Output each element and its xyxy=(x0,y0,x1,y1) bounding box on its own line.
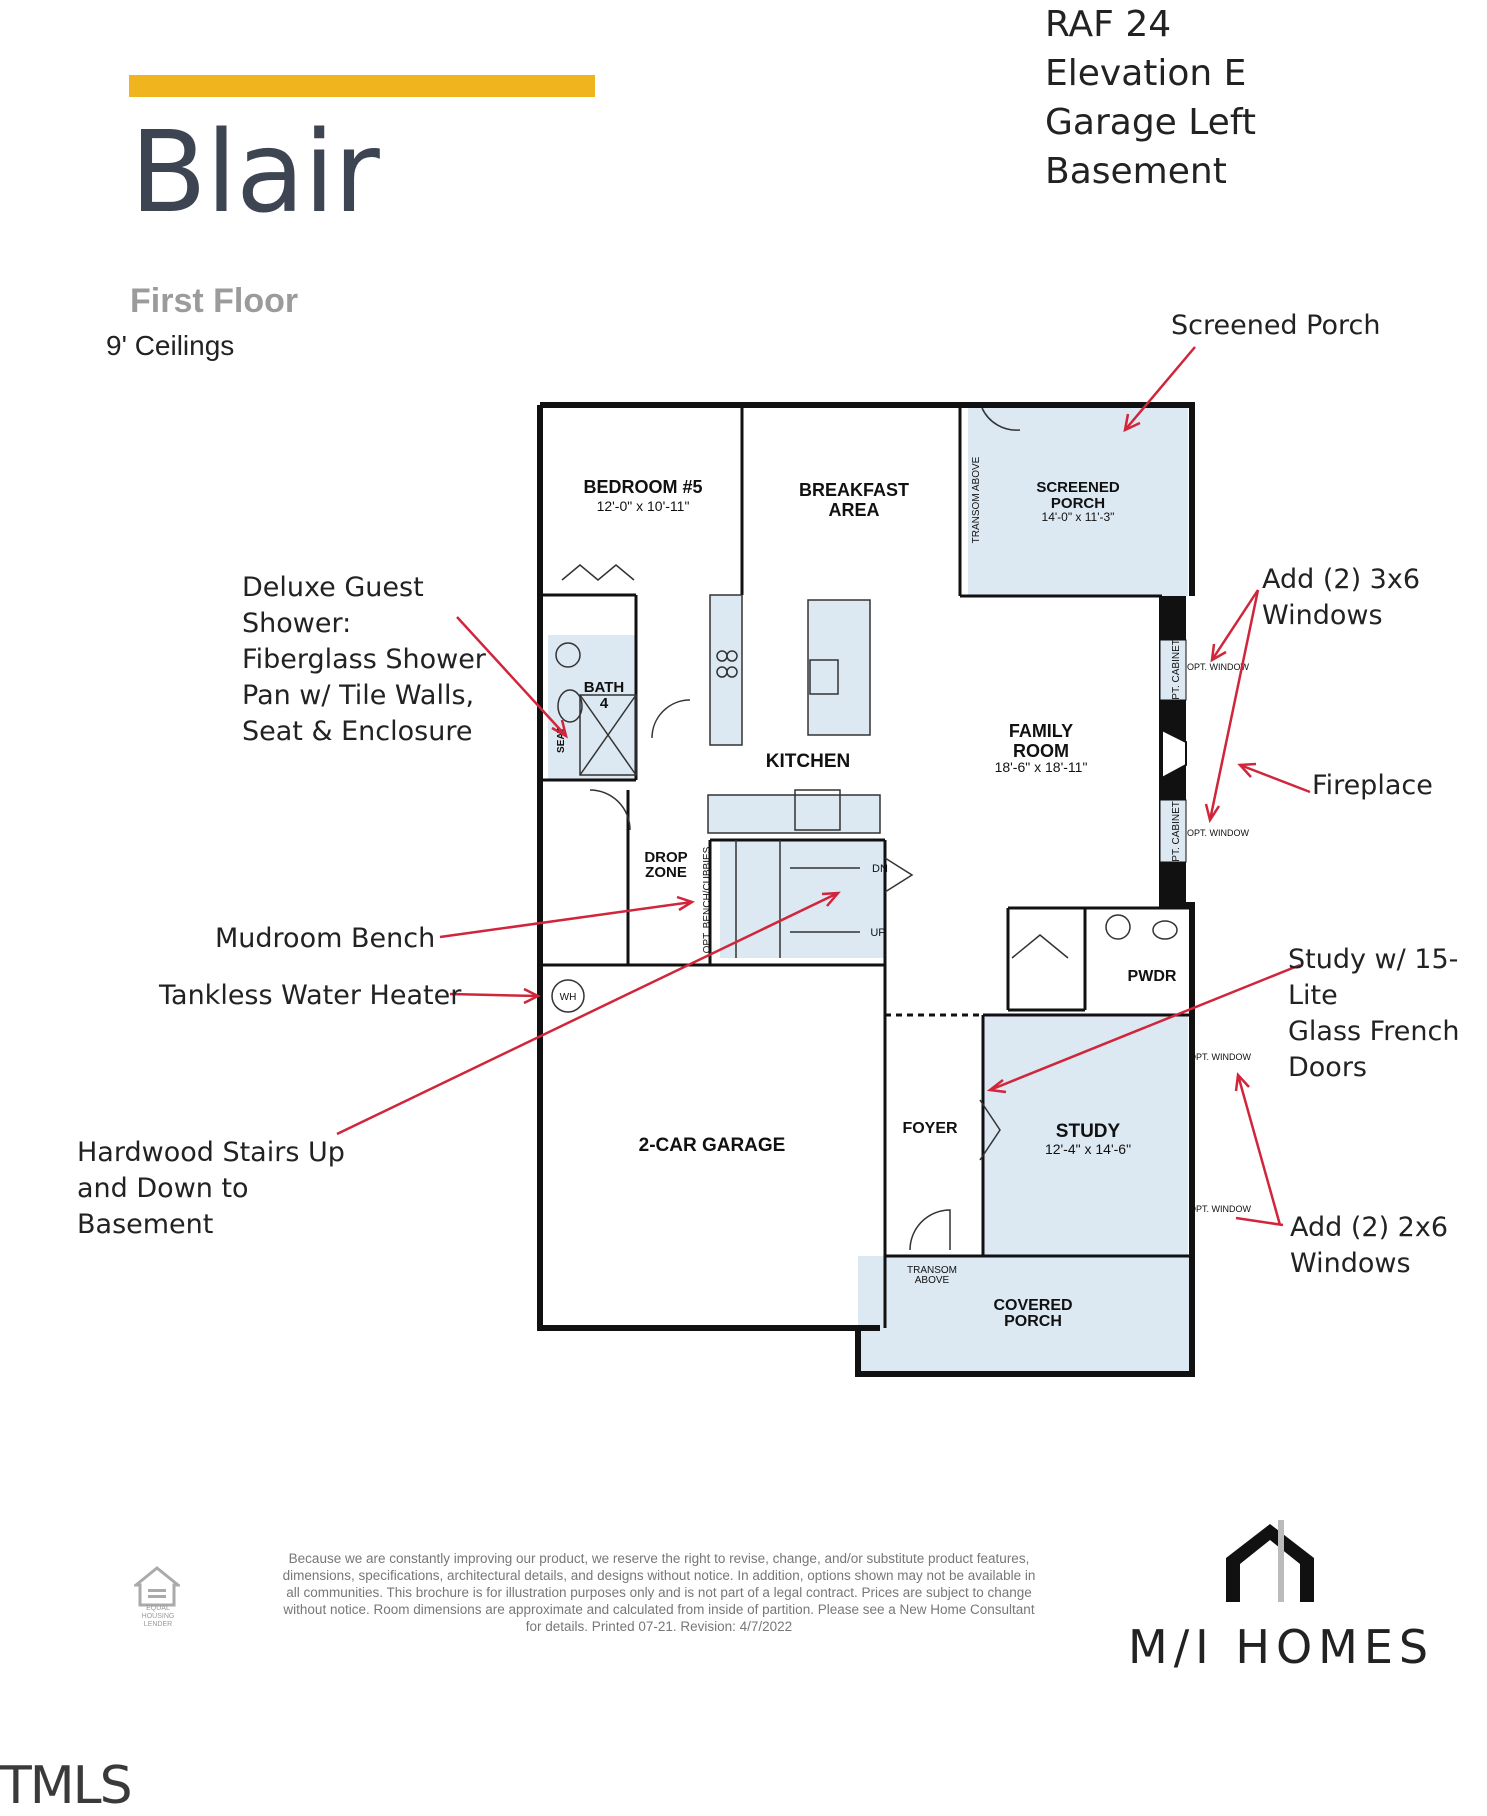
foyer-label: FOYER xyxy=(902,1120,958,1137)
opt-window-label: OPT. WINDOW xyxy=(1187,662,1249,672)
note-screened-porch: Screened Porch xyxy=(1171,310,1381,341)
family-room-dims: 18'-6" x 18'-11" xyxy=(995,759,1088,775)
plan-info-line: Elevation E xyxy=(1045,53,1247,94)
screened-porch-label2: PORCH xyxy=(1051,495,1105,512)
plan-info-line: RAF 24 xyxy=(1045,4,1172,45)
disclaimer: Because we are constantly improving our … xyxy=(282,1551,1036,1634)
note-stairs: Hardwood Stairs Up and Down to Basement xyxy=(77,1135,345,1243)
note-deluxe-shower: Deluxe Guest Shower: Fiberglass Shower P… xyxy=(242,570,486,750)
breakfast-label2: AREA xyxy=(828,500,879,520)
transom-foyer-label2: ABOVE xyxy=(915,1275,950,1286)
accent-bar xyxy=(129,75,595,97)
note-line: Seat & Enclosure xyxy=(242,716,473,747)
note-line: Study w/ 15-Lite xyxy=(1288,944,1459,1011)
bedroom5-label: BEDROOM #5 xyxy=(583,477,702,497)
watermark: TMLS xyxy=(0,1756,133,1816)
opt-window-label: OPT. WINDOW xyxy=(1189,1204,1251,1214)
mi-homes-logo-icon xyxy=(1226,1520,1314,1602)
screened-porch-fill xyxy=(968,408,1188,596)
wall-porch xyxy=(855,1256,1195,1377)
plan-info-line: Basement xyxy=(1045,151,1227,192)
note-line: and Down to xyxy=(77,1173,249,1204)
note-add-2x6: Add (2) 2x6 Windows xyxy=(1290,1210,1448,1282)
bath-fill xyxy=(548,635,636,780)
kitchen-label: KITCHEN xyxy=(766,751,850,772)
plan-info: RAF 24 Elevation E Garage Left Basement xyxy=(1045,0,1256,196)
garage-label: 2-CAR GARAGE xyxy=(639,1135,786,1156)
note-water-heater: Tankless Water Heater xyxy=(159,980,462,1011)
wall-rear xyxy=(540,402,1195,596)
opt-cabinets-label: OPT. CABINETS xyxy=(1171,794,1182,869)
stairs-dn: DN xyxy=(872,863,888,875)
equal-housing-icon xyxy=(134,1566,180,1607)
pwdr-label: PWDR xyxy=(1128,968,1177,985)
screened-porch-label: SCREENED xyxy=(1036,479,1120,496)
stairs-up: UP xyxy=(870,927,885,939)
note-line: Deluxe Guest xyxy=(242,572,424,603)
note-line: Add (2) 2x6 xyxy=(1290,1212,1449,1243)
note-mudroom: Mudroom Bench xyxy=(215,923,436,954)
opt-cabinets-label: OPT. CABINETS xyxy=(1171,632,1182,707)
transom-foyer-label: TRANSOM xyxy=(907,1265,957,1276)
note-line: Add (2) 3x6 xyxy=(1262,564,1421,595)
floor-label: First Floor xyxy=(130,282,299,320)
covered-porch-fill xyxy=(858,1256,1192,1374)
bath4-label2: 4 xyxy=(600,695,609,712)
plan-title: Blair xyxy=(130,108,380,238)
note-line: Windows xyxy=(1262,600,1383,631)
family-room-label: FAMILY xyxy=(1009,721,1073,741)
opt-window-label: OPT. WINDOW xyxy=(1189,1052,1251,1062)
note-line: Glass French xyxy=(1288,1016,1460,1047)
drop-zone-label2: ZONE xyxy=(645,864,687,881)
counter2-fill xyxy=(708,795,880,833)
covered-porch-label: COVERED xyxy=(993,1297,1072,1314)
family-room-label2: ROOM xyxy=(1013,741,1069,761)
note-add-3x6: Add (2) 3x6 Windows xyxy=(1262,562,1420,634)
note-line: Hardwood Stairs Up xyxy=(77,1137,345,1168)
study-dims: 12'-4" x 14'-6" xyxy=(1045,1141,1131,1157)
transom-porch-label: TRANSOM ABOVE xyxy=(971,456,982,543)
plan-info-line: Garage Left xyxy=(1045,102,1256,143)
brand-name: M/I HOMES xyxy=(1128,1620,1435,1674)
stair-fill xyxy=(720,840,885,958)
note-line: Basement xyxy=(77,1209,214,1240)
note-line: Shower: xyxy=(242,608,352,639)
seat-label: SEAT xyxy=(556,727,567,753)
breakfast-label: BREAKFAST xyxy=(799,480,909,500)
opt-window-label: OPT. WINDOW xyxy=(1187,828,1249,838)
note-line: Doors xyxy=(1288,1052,1367,1083)
ceiling-label: 9' Ceilings xyxy=(106,330,235,361)
island-fill xyxy=(808,600,870,735)
opt-bench-label: OPT. BENCH/CUBBIES xyxy=(702,846,713,953)
note-line: Pan w/ Tile Walls, xyxy=(242,680,475,711)
study-fill xyxy=(983,1016,1188,1256)
bedroom5-dims: 12'-0" x 10'-11" xyxy=(597,498,690,514)
screened-porch-dims: 14'-0" x 11'-3" xyxy=(1042,510,1115,524)
water-heater-label: WH xyxy=(560,992,577,1003)
study-label: STUDY xyxy=(1056,1121,1121,1142)
equal-housing-label: EQUAL HOUSING LENDER xyxy=(141,1605,175,1628)
covered-porch-label2: PORCH xyxy=(1004,1313,1062,1330)
note-line: Fiberglass Shower xyxy=(242,644,486,675)
bath4-label: BATH xyxy=(584,679,625,696)
fireplace-shape xyxy=(1161,728,1187,780)
note-study-doors: Study w/ 15-Lite Glass French Doors xyxy=(1288,942,1487,1086)
note-fireplace: Fireplace xyxy=(1312,770,1433,801)
note-line: Windows xyxy=(1290,1248,1411,1279)
drop-zone-label: DROP xyxy=(644,849,687,866)
